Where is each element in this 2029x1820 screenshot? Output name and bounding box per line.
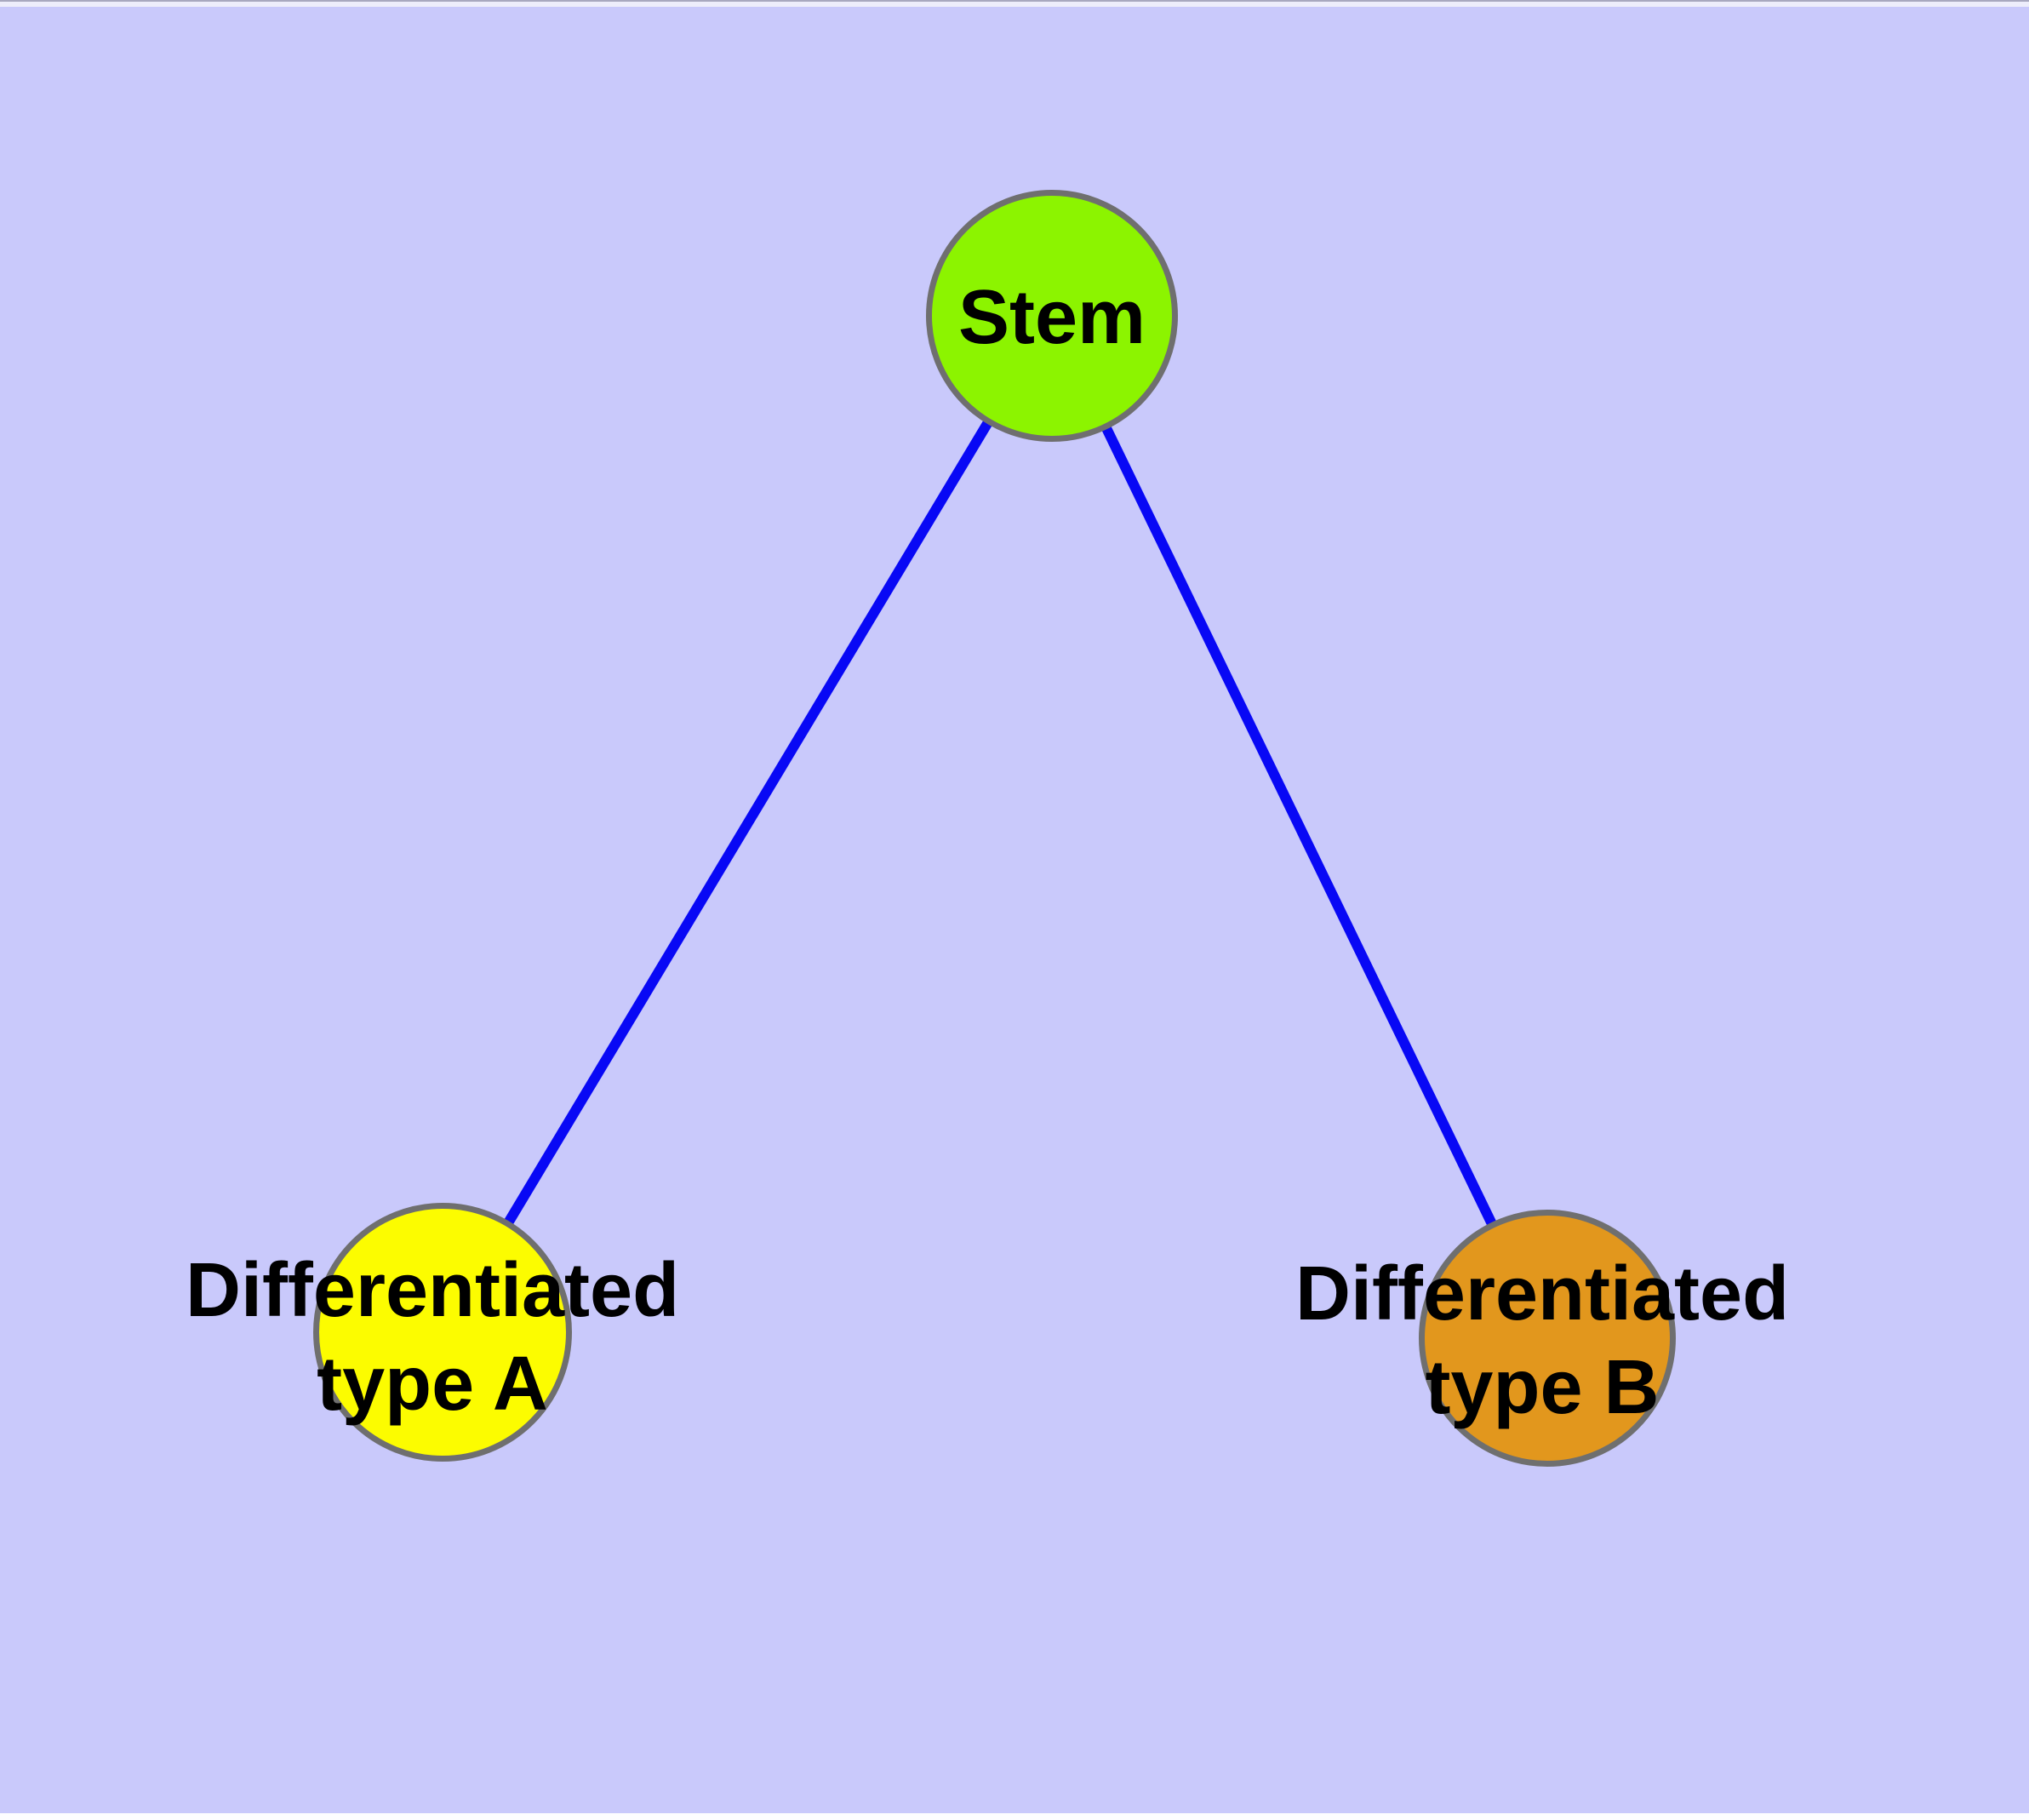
edge-stem-to-type-b <box>1047 313 1552 1341</box>
node-differentiated-type-a <box>313 1203 572 1462</box>
node-differentiated-type-a-label: Differentiated type A <box>185 1248 680 1427</box>
top-edge-strip <box>0 0 2029 7</box>
node-stem-label: Stem <box>957 275 1146 361</box>
node-stem <box>926 190 1178 442</box>
edge-stem-to-type-a <box>437 312 1057 1336</box>
bottom-edge-strip <box>0 1813 2029 1820</box>
node-differentiated-type-b <box>1419 1210 1676 1467</box>
node-differentiated-type-b-label: Differentiated type B <box>1295 1251 1790 1430</box>
